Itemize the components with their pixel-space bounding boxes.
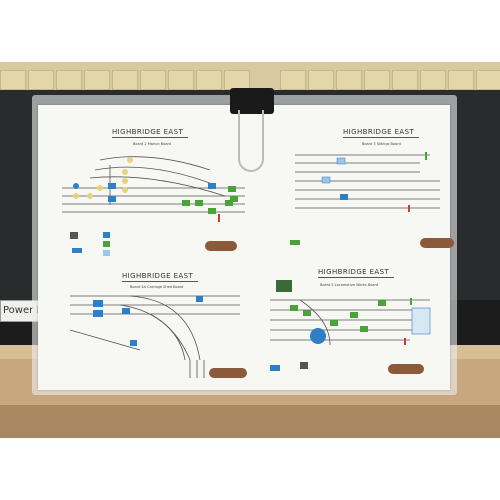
binder-clip (230, 88, 274, 114)
brick (448, 70, 474, 90)
diagram-sheet (38, 105, 450, 390)
brick (28, 70, 54, 90)
panel-4-title: HIGHBRIDGE EAST (318, 268, 390, 276)
panel-4-title-underline (318, 277, 394, 278)
panel-3-title-underline (122, 281, 198, 282)
panel-3-tracks (69, 295, 240, 378)
brick (0, 70, 26, 90)
brick (280, 70, 306, 90)
brick (56, 70, 82, 90)
brick (140, 70, 166, 90)
panel-1-subtitle: Board 2 Marion Board (133, 142, 172, 146)
panel-3-title: HIGHBRIDGE EAST (122, 272, 194, 280)
panel-1-title-underline (112, 137, 188, 138)
brick (168, 70, 194, 90)
brick (308, 70, 334, 90)
panel-4-blocks (270, 280, 431, 374)
panel-2-blocks (290, 152, 454, 248)
panel-2-tracks (295, 154, 440, 209)
panel-4-subtitle: Board 5 Locomotive Works Board (320, 283, 379, 287)
brick (196, 70, 222, 90)
binder-clip-wire (238, 110, 264, 172)
panel-1-title: HIGHBRIDGE EAST (112, 128, 184, 136)
panel-2-subtitle: Board 3 Sidings Board (362, 142, 401, 146)
panel-3-subtitle: Board 4A Carriage Shed Board (130, 285, 184, 289)
panel-1-tracks (62, 156, 245, 213)
brick (84, 70, 110, 90)
white-border-bottom (0, 438, 500, 500)
brick (112, 70, 138, 90)
wooden-floor (0, 405, 500, 441)
panel-2-title: HIGHBRIDGE EAST (343, 128, 415, 136)
brick (364, 70, 390, 90)
brick (336, 70, 362, 90)
panel-2-title-underline (343, 137, 419, 138)
brick (392, 70, 418, 90)
panel-1-legend (70, 232, 237, 256)
brick (420, 70, 446, 90)
brick (476, 70, 500, 90)
panel-1-blocks (73, 157, 238, 222)
panel-3-blocks (93, 296, 247, 378)
